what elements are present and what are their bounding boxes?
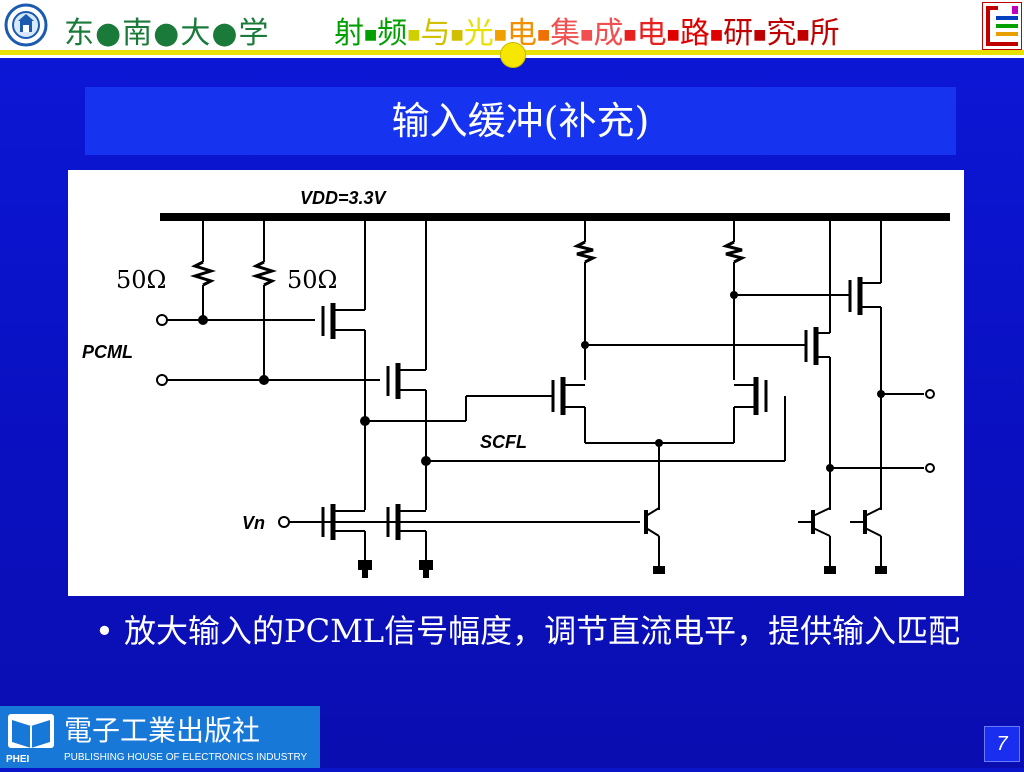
lab-name-char: ■ <box>450 27 464 43</box>
output-n-terminal <box>925 463 935 473</box>
output-p-terminal <box>925 389 935 399</box>
title-box: 输入缓冲(补充) <box>85 87 956 155</box>
lab-name-char: 所 <box>809 16 840 51</box>
vn-terminal <box>278 516 290 528</box>
lab-name-char: ■ <box>709 27 724 43</box>
page-number: 7 <box>984 726 1020 762</box>
lab-name-char: ■ <box>753 27 767 43</box>
lab-name-char: ■ <box>407 27 421 43</box>
phei-book-icon <box>8 714 54 748</box>
lab-name-char: 集 <box>550 16 581 51</box>
lab-name-char: 频 <box>377 16 408 51</box>
lab-name-char: 光 <box>463 16 494 51</box>
lab-name-char: 电 <box>636 16 667 51</box>
lab-name-char: ■ <box>666 27 680 43</box>
header-bar: 东●南●大●学 射■频■与■光■电■集■成■电■路■研■究■所 <box>0 0 1024 52</box>
load-resistor-2 <box>721 240 747 264</box>
vdd-label: VDD=3.3V <box>300 188 388 208</box>
lab-name-char: ■ <box>796 27 810 43</box>
slide-title: 输入缓冲(补充) <box>391 99 650 143</box>
scfl-label: SCFL <box>480 432 527 452</box>
pcml-input-n-terminal <box>156 374 168 386</box>
university-name: 东●南●大●学 <box>64 16 270 51</box>
lab-name-char: 与 <box>420 16 451 51</box>
lab-name: 射■频■与■光■电■集■成■电■路■研■究■所 <box>334 8 840 52</box>
publisher-cn: 電子工業出版社 <box>64 714 260 747</box>
publisher-logo: PHEI 電子工業出版社 PUBLISHING HOUSE OF ELECTRO… <box>0 706 320 768</box>
phei-abbr: PHEI <box>6 754 30 765</box>
lab-name-char: ■ <box>580 27 594 43</box>
university-seal-icon <box>4 3 48 47</box>
resistor-1 <box>189 260 217 287</box>
lab-logo-icon <box>982 2 1022 50</box>
circuit-diagram: VDD=3.3V 50Ω 50Ω PCML SCFL Vn <box>68 170 964 596</box>
lab-name-char: ■ <box>536 27 551 43</box>
circuit-schematic: VDD=3.3V 50Ω 50Ω PCML SCFL Vn <box>82 188 950 578</box>
pcml-label: PCML <box>82 342 133 362</box>
resistor-2-label: 50Ω <box>287 266 337 294</box>
lab-name-char: 射 <box>334 16 364 51</box>
header-dot <box>500 42 526 68</box>
pcml-input-p-terminal <box>156 314 168 326</box>
resistor-1-label: 50Ω <box>116 266 166 294</box>
lab-name-char: 究 <box>766 16 797 51</box>
load-resistor-1 <box>572 240 598 264</box>
vn-label: Vn <box>242 513 265 533</box>
lab-name-char: 研 <box>723 16 754 51</box>
lab-name-char: 成 <box>593 16 624 51</box>
lab-name-char: 路 <box>679 16 710 51</box>
bullet-text: • 放大输入的PCML信号幅度，调节直流电平，提供输入匹配 <box>95 612 961 650</box>
lab-name-char: ■ <box>493 27 507 43</box>
lab-name-char: ■ <box>364 27 378 43</box>
lab-name-char: ■ <box>623 27 637 43</box>
publisher-en: PUBLISHING HOUSE OF ELECTRONICS INDUSTRY <box>64 752 308 763</box>
resistor-2 <box>250 260 278 287</box>
